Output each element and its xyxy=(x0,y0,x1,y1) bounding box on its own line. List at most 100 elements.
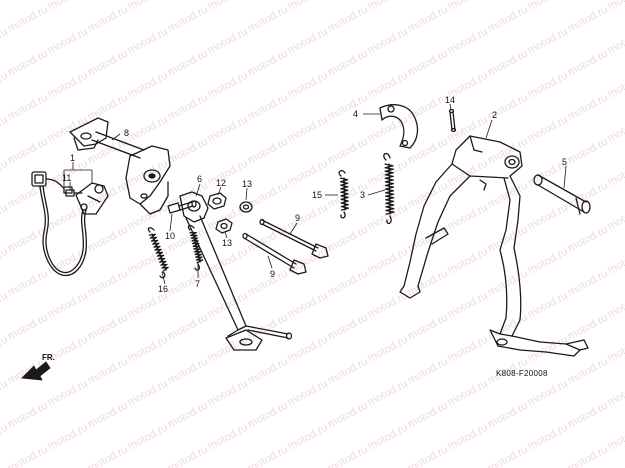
callout-15: 15 xyxy=(312,190,322,200)
part-16-spring xyxy=(147,227,169,279)
watermark-text: motod.ru xyxy=(526,202,570,233)
watermark-text: motod.ru xyxy=(566,400,610,431)
watermark-text: motod.ru xyxy=(326,136,370,167)
watermark-text: motod.ru xyxy=(126,290,170,321)
watermark-text: motod.ru xyxy=(326,312,370,343)
watermark-text: motod.ru xyxy=(46,114,90,145)
watermark-text: motod.ru xyxy=(206,26,250,57)
watermark-text: motod.ru xyxy=(326,268,370,299)
watermark-text: motod.ru xyxy=(6,48,50,79)
direction-label: FR. xyxy=(42,353,55,362)
watermark-text: motod.ru xyxy=(366,26,410,57)
watermark-text: motod.ru xyxy=(166,400,210,431)
watermark-text: motod.ru xyxy=(566,356,610,387)
watermark-text: motod.ru xyxy=(166,48,210,79)
watermark-text: motod.ru xyxy=(606,0,625,13)
watermark-text: motod.ru xyxy=(446,422,490,453)
watermark-text: motod.ru xyxy=(206,70,250,101)
watermark-text: motod.ru xyxy=(526,114,570,145)
watermark-text: motod.ru xyxy=(326,400,370,431)
watermark-text: motod.ru xyxy=(406,180,450,211)
watermark-text: motod.ru xyxy=(406,444,450,468)
watermark-text: motod.ru xyxy=(566,4,610,35)
watermark-text: motod.ru xyxy=(86,4,130,35)
watermark-text: motod.ru xyxy=(6,268,50,299)
watermark-text: motod.ru xyxy=(126,0,170,13)
watermark-text: motod.ru xyxy=(166,444,210,468)
watermark-text: motod.ru xyxy=(126,114,170,145)
watermark-text: motod.ru xyxy=(246,48,290,79)
watermark-text: motod.ru xyxy=(86,356,130,387)
watermark-text: motod.ru xyxy=(446,26,490,57)
watermark-text: motod.ru xyxy=(446,202,490,233)
watermark-text: motod.ru xyxy=(606,290,625,321)
watermark-text: motod.ru xyxy=(46,70,90,101)
watermark-text: motod.ru xyxy=(326,444,370,468)
watermark-text: motod.ru xyxy=(126,202,170,233)
watermark-text: motod.ru xyxy=(206,290,250,321)
watermark-text: motod.ru xyxy=(206,334,250,365)
watermark-text: motod.ru xyxy=(406,400,450,431)
watermark-text: motod.ru xyxy=(566,92,610,123)
watermark-text: motod.ru xyxy=(286,378,330,409)
watermark-text: motod.ru xyxy=(286,26,330,57)
watermark-text: motod.ru xyxy=(46,202,90,233)
callout-8: 8 xyxy=(124,128,129,138)
watermark-text: motod.ru xyxy=(86,48,130,79)
watermark-text: motod.ru xyxy=(206,114,250,145)
watermark-text: motod.ru xyxy=(286,290,330,321)
watermark-text: motod.ru xyxy=(446,290,490,321)
watermark-text: motod.ru xyxy=(446,0,490,13)
callout-10: 10 xyxy=(165,231,175,241)
watermark-text: motod.ru xyxy=(206,0,250,13)
watermark-text: motod.ru xyxy=(366,246,410,277)
callout-16: 16 xyxy=(158,284,168,294)
watermark-text: motod.ru xyxy=(6,92,50,123)
watermark-text: motod.ru xyxy=(446,334,490,365)
watermark-text: motod.ru xyxy=(366,70,410,101)
spring16-coil xyxy=(148,233,169,272)
callout-11: 11 xyxy=(62,173,71,183)
watermark-text: motod.ru xyxy=(406,92,450,123)
part-12-nut xyxy=(207,192,227,210)
watermark-text: motod.ru xyxy=(286,202,330,233)
watermark-text: motod.ru xyxy=(6,4,50,35)
watermark-text: motod.ru xyxy=(326,92,370,123)
watermark-text: motod.ru xyxy=(486,48,530,79)
watermark-text: motod.ru xyxy=(286,114,330,145)
watermark-text: motod.ru xyxy=(486,180,530,211)
watermark-text: motod.ru xyxy=(166,312,210,343)
watermark-text: motod.ru xyxy=(526,70,570,101)
callout-6: 6 xyxy=(197,174,202,184)
part-8-pivot-bracket xyxy=(69,117,171,215)
watermark-text: motod.ru xyxy=(126,70,170,101)
watermark-text: motod.ru xyxy=(606,334,625,365)
watermark-text: motod.ru xyxy=(326,356,370,387)
part-3-spring xyxy=(383,152,395,225)
watermark-text: motod.ru xyxy=(606,422,625,453)
callout-9-lower: 9 xyxy=(270,269,275,279)
watermark-text: motod.ru xyxy=(486,444,530,468)
watermark-text: motod.ru xyxy=(86,92,130,123)
watermark-text: motod.ru xyxy=(366,334,410,365)
watermark-text: motod.ru xyxy=(486,268,530,299)
callout-13-lower: 13 xyxy=(222,238,232,248)
watermark-text: motod.ru xyxy=(6,136,50,167)
callout-5: 5 xyxy=(562,157,567,167)
watermark-text: motod.ru xyxy=(406,136,450,167)
watermark-text: motod.ru xyxy=(566,136,610,167)
watermark-text: motod.ru xyxy=(166,4,210,35)
watermark-text: motod.ru xyxy=(86,224,130,255)
watermark-text: motod.ru xyxy=(326,224,370,255)
watermark-text: motod.ru xyxy=(166,92,210,123)
callout-9-upper: 9 xyxy=(295,213,300,223)
watermark-text: motod.ru xyxy=(366,422,410,453)
watermark-text: motod.ru xyxy=(286,334,330,365)
callout-12: 12 xyxy=(216,178,226,188)
callout-13-upper: 13 xyxy=(242,179,252,189)
watermark-text: motod.ru xyxy=(526,0,570,13)
watermark-text: motod.ru xyxy=(326,48,370,79)
front-direction-arrow: FR. xyxy=(21,353,55,381)
watermark-text: motod.ru xyxy=(406,48,450,79)
